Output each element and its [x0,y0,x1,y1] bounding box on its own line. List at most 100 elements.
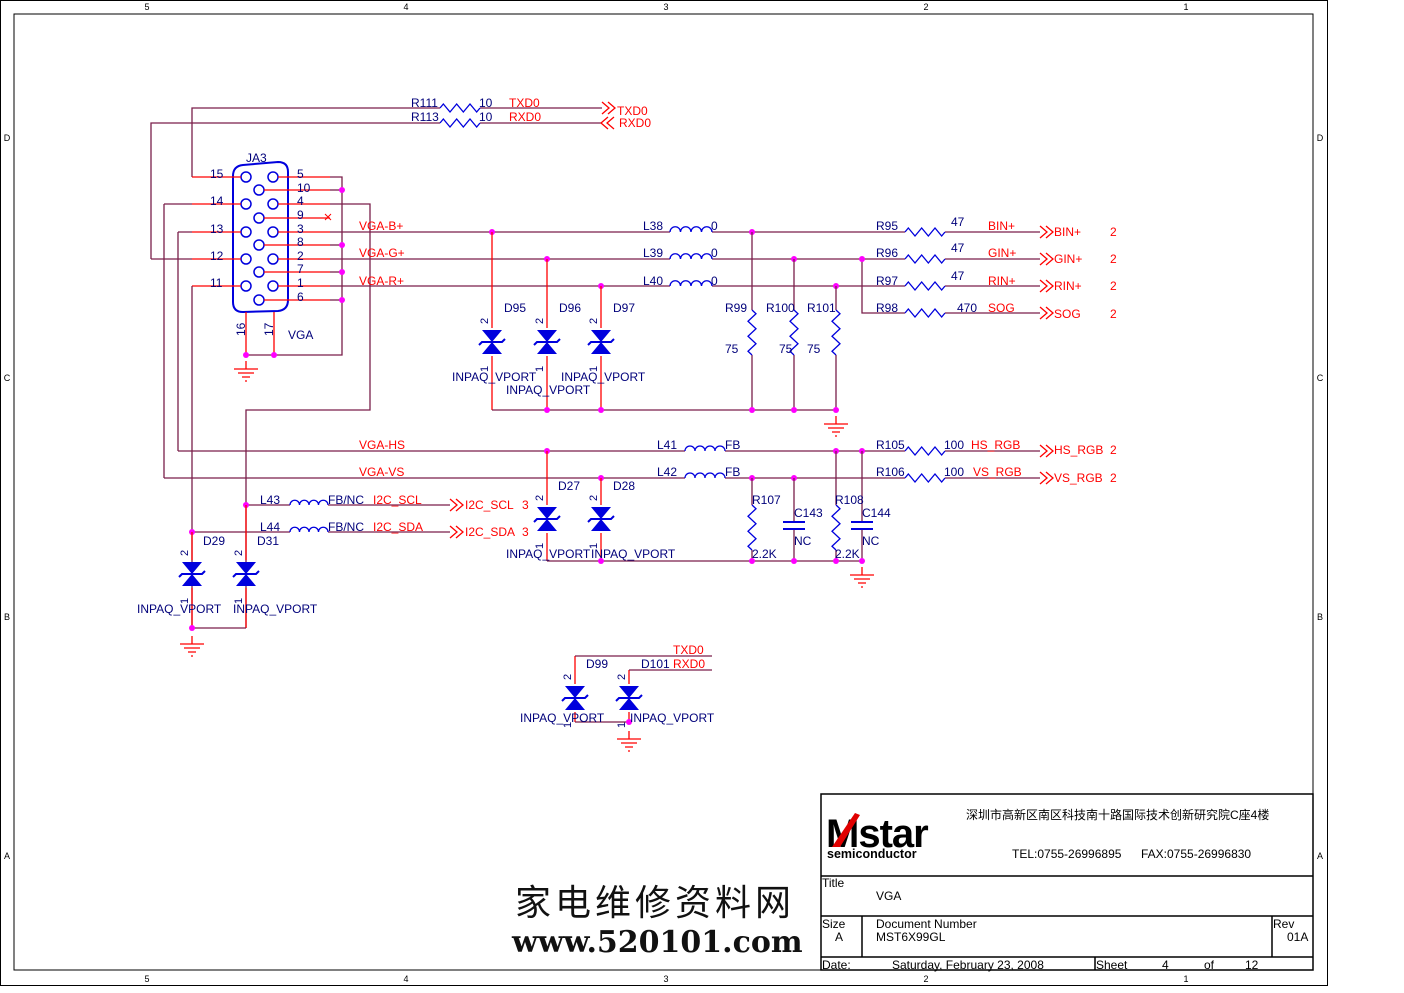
net-i2c-scl: I2C_SCL [373,493,422,507]
wire [246,176,343,356]
pin-hole-icon [253,184,265,196]
resistor-icon [831,309,841,356]
inductor-icon [684,445,726,452]
wire [245,203,371,628]
pin-hole-icon [253,212,265,224]
junction-dot [749,407,755,413]
ref-d29: D29 [203,534,225,548]
port-i2c-scl[interactable]: I2C_SCL [465,498,514,512]
col-label: 5 [144,2,149,12]
row-label: B [1317,612,1323,622]
junction-dot [791,558,797,564]
resistor-icon [904,472,946,484]
port-hs-rgb[interactable]: HS_RGB [1054,443,1103,457]
value-r98: 470 [957,301,977,315]
offpage-connector-icon [1039,306,1054,320]
ref-d95: D95 [504,301,526,315]
port-sog[interactable]: SOG [1054,307,1081,321]
size-label: Size [822,917,846,931]
port-rxd0[interactable]: RXD0 [619,116,651,130]
inductor-icon [684,472,726,479]
pin-number: 7 [297,262,304,276]
capacitor-icon [783,521,805,530]
junction-dot [339,269,345,275]
port-txd0[interactable]: TXD0 [617,104,648,118]
port-i2c-sda[interactable]: I2C_SDA [465,525,515,539]
resistor-icon [904,307,946,319]
ref-d99: D99 [586,657,608,671]
date-value: Saturday, February 23, 2008 [892,958,1044,972]
junction-dot [833,558,839,564]
pin-number: 2 [179,550,191,556]
pin-number: 10 [297,181,311,195]
col-label: 2 [923,974,928,984]
pin-number: 2 [479,318,491,324]
value-l42: FB [725,465,740,479]
offpage-connector-icon [1039,252,1054,266]
junction-dot [749,558,755,564]
pin-number: 1 [479,366,491,372]
offpage-connector-icon [449,525,464,539]
net-vga-vs: VGA-VS [359,465,404,479]
resistor-icon [904,226,946,238]
ref-l40: L40 [643,274,663,288]
net-vs-rgb: VS_RGB [973,465,1022,479]
esd-uart-labels: D99 D101 TXD0 RXD0 INPAQ_VPORT INPAQ_VPO… [520,643,715,725]
pin-number: 2 [534,495,546,501]
row-label: D [1317,133,1324,143]
resistor-icon [747,309,757,356]
junction-dot [598,407,604,413]
col-label: 2 [923,2,928,12]
pin-number: 17 [262,322,276,336]
frame-zone-labels: 5 4 3 2 1 5 4 3 2 1 D C B A D C B A [4,2,1324,984]
port-rin[interactable]: RIN+ [1054,279,1082,293]
inductor-icon [669,253,713,260]
pin-number: 16 [234,322,248,336]
tvs-diode-bar [561,694,589,702]
net-txd0: TXD0 [673,643,704,657]
inductor-icon [289,499,329,506]
inductor-icon [669,280,713,287]
pin-number: 2 [616,674,628,680]
watermark: 家电维修资料网 www.520101.com [511,883,803,960]
size-value: A [835,930,843,944]
ref-r101: R101 [807,301,836,315]
value-l44: FB/NC [328,520,364,534]
pin-number: 1 [534,366,546,372]
offpage-connector-icon [600,116,615,130]
pin-number: 2 [297,249,304,263]
no-connect-icon [324,213,332,221]
port-gin[interactable]: GIN+ [1054,252,1082,266]
value-r106: 100 [944,465,964,479]
resistor-icon [904,280,946,292]
tvs-diode-bar [232,570,260,578]
value-c143: NC [794,534,812,548]
rev-label: Rev [1273,917,1294,931]
pin-number: 2 [588,495,600,501]
title-block: Mstar semiconductor 深圳市高新区南区科技南十路国际技术创新研… [820,793,1314,972]
ref-d101: D101 [641,657,670,671]
sheet-ref: 2 [1110,443,1117,457]
wire [150,122,440,259]
value-r97: 47 [951,269,965,283]
value-r95: 47 [951,215,965,229]
offpage-connector-icon [1039,471,1054,485]
ref-l42: L42 [657,465,677,479]
connector-ja3-labels: JA3 VGA 15 14 13 12 11 5 10 4 9 3 8 2 7 … [210,151,313,342]
net-vga-r: VGA-R+ [359,274,404,288]
net-hs-rgb: HS_RGB [971,438,1020,452]
drawing-title: VGA [876,889,901,903]
pin-number: 9 [297,208,304,222]
value-d99: INPAQ_VPORT [520,711,605,725]
wire [861,259,1040,314]
pin-number: 15 [210,167,224,181]
junction-dot [243,352,249,358]
rev-value: 01A [1287,930,1308,944]
resistor-icon [789,309,799,356]
value-r105: 100 [944,438,964,452]
offpage-connector-icon [1039,444,1054,458]
port-bin[interactable]: BIN+ [1054,225,1081,239]
address: 深圳市高新区南区科技南十路国际技术创新研究院C座4楼 [966,807,1269,822]
pin-number: 3 [297,222,304,236]
port-vs-rgb[interactable]: VS_RGB [1054,471,1103,485]
